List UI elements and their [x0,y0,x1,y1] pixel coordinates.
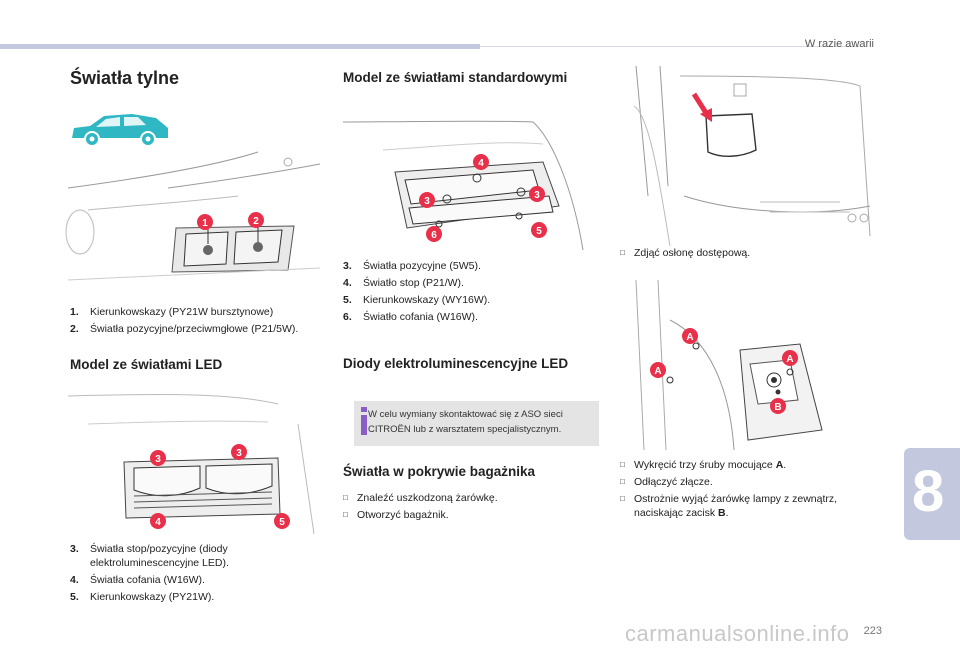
rear-lamp-figure: 1 2 [65,151,321,281]
callout-badge: A [650,362,666,378]
list-item: 1.Kierunkowskazy (PY21W bursztynowe) [70,306,274,318]
standard-model-heading: Model ze światłami standardowymi [343,70,568,85]
standard-lamp-figure: 4 3 3 5 6 [342,120,584,251]
top-accent-bar [0,44,480,49]
led-diodes-heading: Diody elektroluminescencyjne LED [343,356,569,371]
callout-badge: B [770,398,786,414]
chapter-tab: 8 [904,448,960,540]
svg-text:5: 5 [536,226,542,237]
svg-text:3: 3 [424,196,430,207]
callout-badge: 6 [426,226,442,242]
svg-text:A: A [654,366,661,377]
list-item: □Zdjąć osłonę dostępową. [620,247,751,259]
list-item: □Odłączyć złącze. [620,476,713,488]
trunk-steps: □Znaleźć uszkodzoną żarówkę. □Otworzyć b… [343,491,598,525]
list-item: 6.Światło cofania (W16W). [343,311,478,323]
section-title: W razie awarii [804,38,874,50]
page-title: Światła tylne [70,68,180,88]
list-item: 4.Światła cofania (W16W). [70,574,205,586]
svg-text:3: 3 [236,448,242,459]
square-bullet-icon: □ [620,460,625,469]
square-bullet-icon: □ [343,493,348,502]
info-icon [361,407,367,435]
access-cover-figure [633,65,871,247]
list-item: 2.Światła pozycyjne/przeciwmgłowe (P21/5… [70,323,299,335]
led-lamp-figure: 3 3 4 5 [67,393,315,535]
svg-text:A: A [786,354,793,365]
square-bullet-icon: □ [343,510,348,519]
svg-text:3: 3 [534,190,540,201]
list-item: 5.Kierunkowskazy (PY21W). [70,591,215,603]
list-item: 3.Światła pozycyjne (5W5). [343,260,481,272]
list-item: 4.Światło stop (P21/W). [343,277,464,289]
svg-text:4: 4 [478,158,484,169]
svg-text:6: 6 [431,230,437,241]
callout-badge: 2 [248,212,264,228]
arrow-icon [700,108,712,122]
callout-badge: 4 [150,513,166,529]
callout-badge: 3 [529,186,545,202]
svg-text:1: 1 [202,218,208,229]
callout-badge: A [682,328,698,344]
callout-badge: 5 [531,222,547,238]
square-bullet-icon: □ [620,248,625,257]
lamp-list-standard: 3.Światła pozycyjne (5W5). 4.Światło sto… [343,259,598,327]
step-remove-cover: □Zdjąć osłonę dostępową. [620,246,875,263]
list-item: 3.Światła stop/pozycyjne (diody elektrol… [70,543,229,569]
callout-badge: 3 [150,450,166,466]
callout-badge: 4 [473,154,489,170]
callout-badge: 5 [274,513,290,529]
removal-steps: □Wykręcić trzy śruby mocujące A. □Odłącz… [620,458,875,523]
callout-badge: 3 [231,444,247,460]
svg-text:B: B [774,402,781,413]
lamp-list-led: 3.Światła stop/pozycyjne (diody elektrol… [70,542,320,607]
svg-text:A: A [686,332,693,343]
list-item: □Znaleźć uszkodzoną żarówkę. [343,492,498,504]
list-item: 5.Kierunkowskazy (WY16W). [343,294,491,306]
svg-text:2: 2 [253,216,259,227]
watermark: carmanualsonline.info [625,621,850,646]
list-item: □Wykręcić trzy śruby mocujące A. [620,459,787,471]
lamp-list-1: 1.Kierunkowskazy (PY21W bursztynowe) 2.Ś… [70,305,320,339]
lamp-screws-figure: A A A B [635,279,823,451]
chapter-number: 8 [912,459,945,524]
list-item: □Ostrożnie wyjąć żarówkę lampy z zewnątr… [620,493,838,519]
callout-badge: A [782,350,798,366]
led-model-heading: Model ze światłami LED [70,357,223,372]
info-box: W celu wymiany skontaktować się z ASO si… [354,401,599,446]
square-bullet-icon: □ [620,477,625,486]
svg-text:5: 5 [279,517,285,528]
trunk-lights-heading: Światła w pokrywie bagażnika [343,464,536,479]
page-number: 223 [863,625,882,637]
svg-text:4: 4 [155,517,161,528]
list-item: □Otworzyć bagażnik. [343,509,449,521]
car-icon [72,114,168,147]
svg-text:3: 3 [155,454,161,465]
callout-badge: 1 [197,214,213,230]
callout-badge: 3 [419,192,435,208]
top-rule [480,46,860,47]
info-text: W celu wymiany skontaktować się z ASO si… [368,409,563,435]
square-bullet-icon: □ [620,494,625,503]
